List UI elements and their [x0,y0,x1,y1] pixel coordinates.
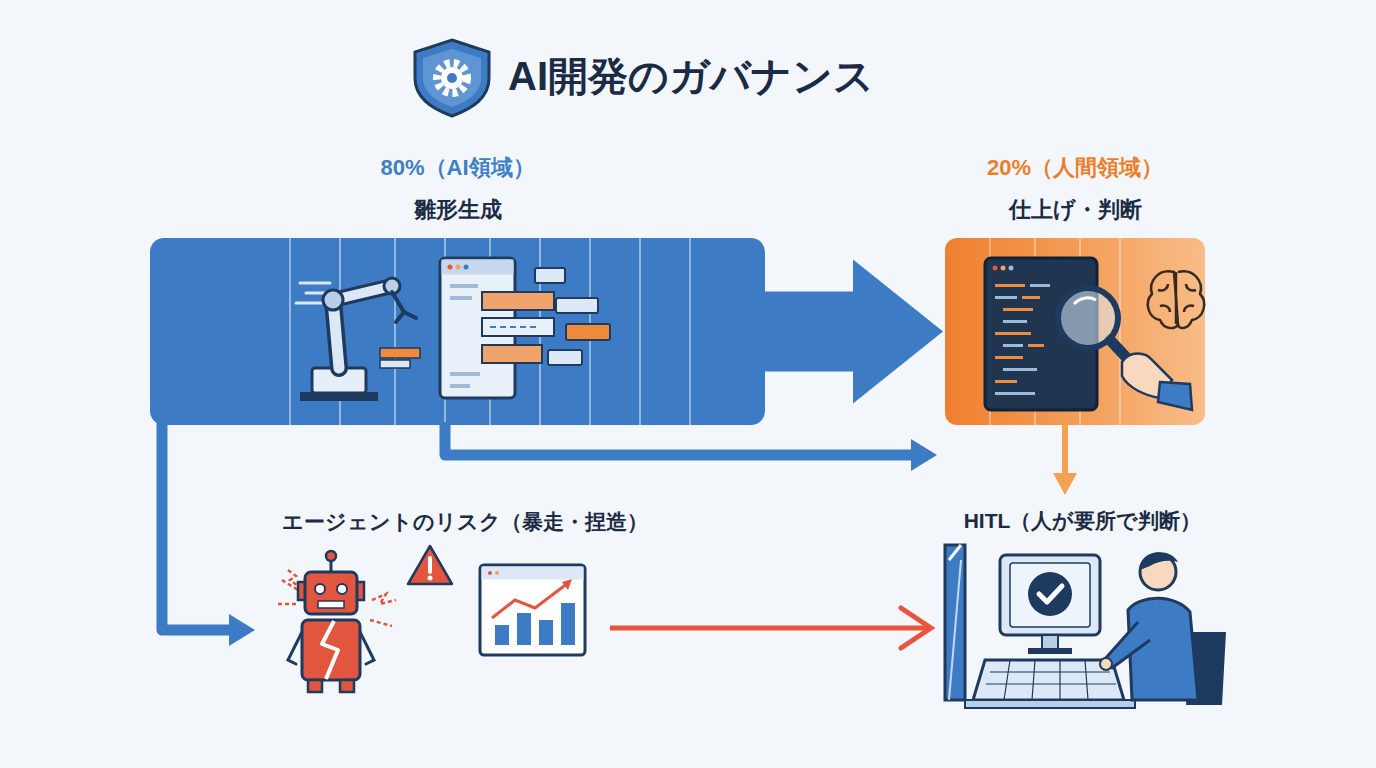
connector-line [610,626,929,631]
node-heading: HITL（人が要所で判断） [925,507,1240,535]
warning-sign [408,546,452,584]
diagram-title: AI開発のガバナンス [508,50,968,102]
code-screen [440,258,610,398]
shield-icon [415,40,489,116]
ai-area-band: 80%（AI領域）雛形生成 [150,238,765,425]
brain-icon [1148,271,1204,328]
speed-lines [296,283,336,303]
magnifier-hand [1058,288,1192,410]
review-arrow [1053,425,1077,495]
chart-window [480,565,585,655]
spark-lines [278,570,396,626]
connector-line [445,422,916,455]
node-heading: 80%（AI領域） [150,154,765,182]
keyboard-desk [965,660,1135,708]
gate-pillar [945,545,965,700]
arrow-head [1053,473,1077,495]
block-arrow [610,608,931,648]
connector-line [1062,425,1068,477]
monitor [1000,555,1100,654]
arrow-head [901,608,931,648]
node-heading: 20%（人間領域） [905,154,1245,182]
node-subheading: 仕上げ・判断 [905,196,1245,224]
connector-line [162,422,234,630]
arrow-head [911,439,937,471]
risk-group: エージェントのリスク（暴走・捏造） [255,500,600,700]
risk-connector [162,422,255,646]
broken-robot [288,551,374,692]
feed-connector [445,422,937,471]
human-area-box: 20%（人間領域）仕上げ・判断 [945,238,1205,425]
robot-arm [300,278,420,401]
operator-person [1100,552,1226,705]
code-editor [985,258,1097,410]
band-stripes [290,238,690,425]
hitl-group: HITL（人が要所で判断） [935,495,1230,710]
flow-arrow [762,260,943,404]
box-stripes [990,238,1120,425]
node-heading: エージェントのリスク（暴走・捏造） [245,508,685,536]
arrow-head [229,614,255,646]
node-subheading: 雛形生成 [150,196,765,224]
arrow-body [762,260,943,404]
